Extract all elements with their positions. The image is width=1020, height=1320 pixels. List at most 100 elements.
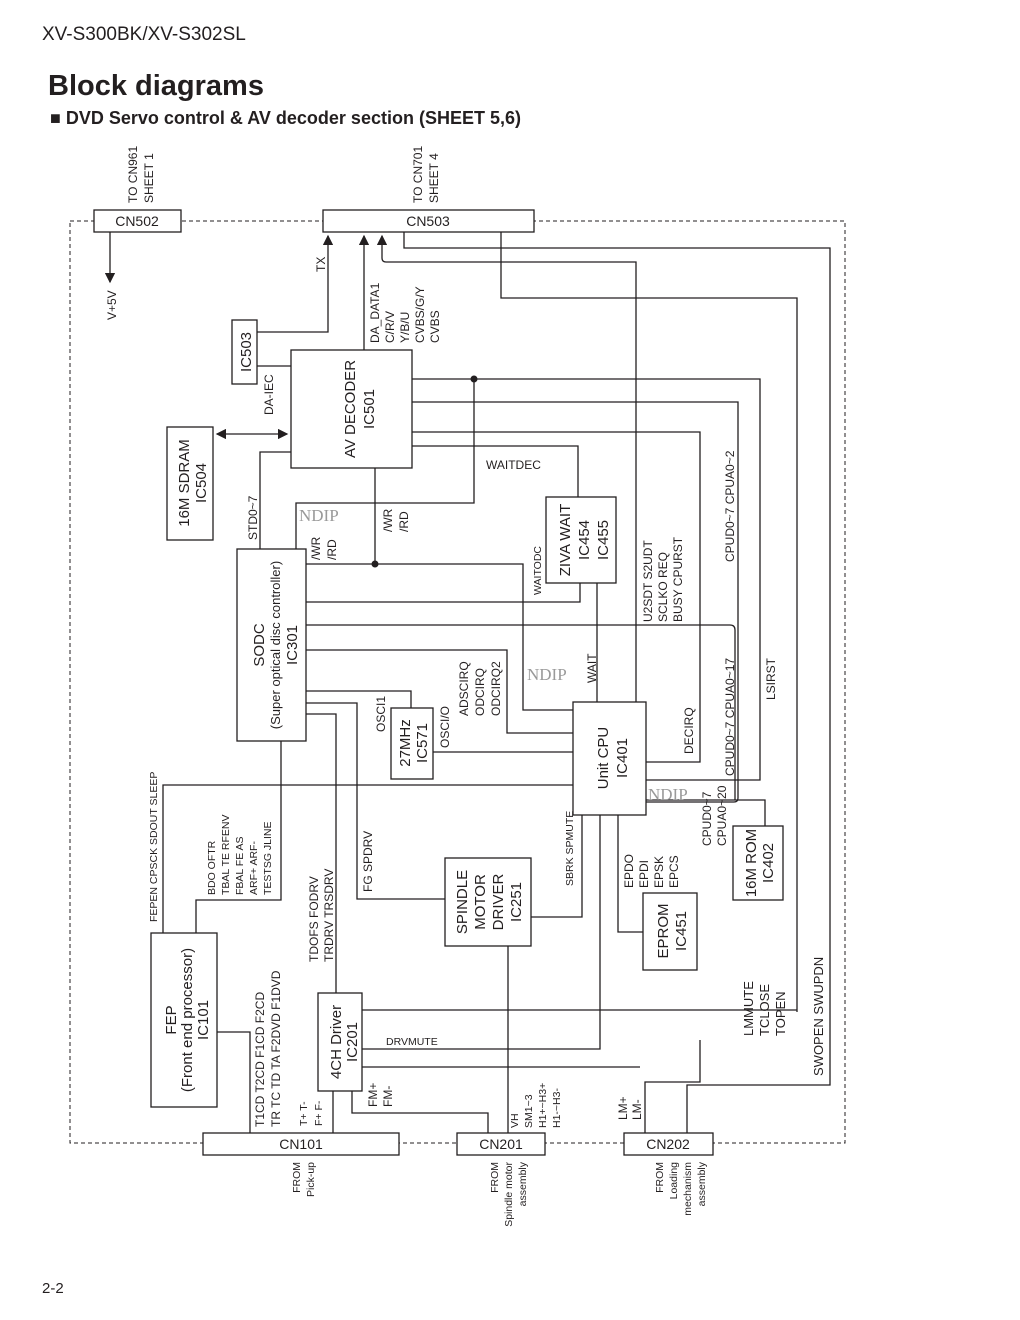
block-label: IC503 [238, 332, 255, 372]
connector-note: SHEET 1 [142, 153, 156, 203]
signal-label: DRVMUTE [386, 1036, 438, 1048]
block-label: IC301 [284, 625, 301, 665]
signal-label: SM1~3 [523, 1094, 535, 1128]
connector-note: FROM [489, 1162, 501, 1193]
block-unit-cpu: Unit CPU IC401 [572, 701, 647, 816]
signal-label: Y/B/U [398, 312, 412, 343]
signal-label: FM- [381, 1086, 395, 1107]
signal-label: TR TC TD TA F2DVD F1DVD [269, 970, 283, 1127]
signal-label: CVBS/G/Y [413, 286, 427, 343]
block-label: (Super optical disc controller) [268, 561, 283, 729]
connector-note: SHEET 4 [427, 153, 441, 203]
signal-label: CVBS [428, 310, 442, 343]
signal-label: FBAL FE AS [234, 836, 246, 895]
block-label: IC455 [595, 520, 612, 560]
signal-label: ODCIRQ2 [489, 661, 503, 716]
block-label: 4CH Driver [328, 1005, 345, 1079]
signal-label: DA-IEC [262, 374, 276, 415]
signal-label: TX [314, 257, 328, 272]
section-title: ■ DVD Servo control & AV decoder section… [50, 108, 521, 128]
signal-label: /WR [309, 536, 323, 560]
block-oscillator: 27MHz IC571 [390, 707, 434, 780]
connector-note: assembly [517, 1161, 529, 1206]
block-label: IC101 [195, 1000, 212, 1040]
block-label: (Front end processor) [179, 948, 196, 1092]
block-sdram: 16M SDRAM IC504 [166, 426, 214, 541]
connector-cn503: CN503 TO CN701 SHEET 4 [322, 146, 535, 233]
signal-label: U2SDT S2UDT [641, 540, 655, 622]
connector-note: Spindle motor [503, 1162, 515, 1227]
connector-note: mechanism [682, 1162, 694, 1216]
model-header: XV-S300BK/XV-S302SL [42, 24, 246, 45]
signal-label: SWOPEN SWUPDN [811, 957, 826, 1076]
signal-label: WAITODC [532, 546, 544, 595]
signal-label: LM+ [616, 1096, 630, 1120]
signal-label: T+ T- [298, 1101, 310, 1126]
connector-label: CN503 [406, 213, 450, 229]
block-eprom: EPROM IC451 [642, 892, 698, 971]
signal-label: LM- [630, 1099, 644, 1120]
signal-label: FM+ [366, 1083, 380, 1107]
signal-label: EPCS [667, 855, 681, 888]
signal-label: F+ F- [313, 1100, 325, 1126]
block-label: IC504 [193, 463, 210, 503]
block-label: IC401 [614, 738, 631, 778]
block-label: SODC [251, 623, 268, 667]
signal-label: C/R/V [383, 311, 397, 343]
signal-label: DECIRQ [682, 707, 696, 754]
signal-label: TOPEN [773, 991, 788, 1036]
signal-label: LSIRST [764, 657, 778, 700]
signal-label: WAITDEC [486, 458, 541, 472]
signal-label: OSCI1 [374, 696, 388, 732]
signal-label: ODCIRQ [473, 668, 487, 716]
signal-label: TBAL TE RFENV [220, 814, 232, 895]
connector-cn202: CN202 FROM Loading mechanism assembly [623, 1132, 714, 1216]
signal-label: DA_DATA1 [368, 282, 382, 343]
block-label: 16M ROM [743, 829, 760, 897]
connector-note: assembly [696, 1161, 708, 1206]
signal-label: ADSCIRQ [457, 661, 471, 716]
block-av-decoder: AV DECODER IC501 [290, 349, 413, 469]
block-label: EPROM [655, 903, 672, 958]
block-label: IC571 [414, 723, 431, 763]
block-label: MOTOR [472, 874, 489, 930]
signal-label: CPUD0~7 CPUA0~2 [723, 450, 737, 562]
signal-label: OSCI/O [438, 706, 452, 748]
signal-label: BDO OFTR [206, 840, 218, 895]
watermark: NDIP [299, 506, 339, 525]
watermark: NDIP [648, 785, 688, 804]
connector-note: Pick-up [305, 1162, 317, 1197]
block-4ch-driver: 4CH Driver IC201 [317, 992, 363, 1092]
signal-label: /RD [397, 511, 411, 532]
signal-label: WAIT [585, 653, 599, 683]
block-label: IC201 [344, 1022, 361, 1062]
block-label: IC501 [361, 389, 378, 429]
connector-note: FROM [291, 1162, 303, 1193]
connector-label: CN502 [115, 213, 159, 229]
block-spindle-driver: SPINDLE MOTOR DRIVER IC251 [444, 857, 532, 947]
signal-label: H1+~H3+ [537, 1083, 549, 1128]
connector-cn502: CN502 TO CN961 SHEET 1 [93, 146, 182, 233]
block-16m-rom: 16M ROM IC402 [732, 825, 784, 901]
signal-label: SBRK SPMUTE [564, 811, 576, 886]
signal-label: H1-~H3- [551, 1088, 563, 1128]
block-label: IC402 [760, 843, 777, 883]
signal-label: /WR [381, 508, 395, 532]
page-title: Block diagrams [48, 70, 264, 102]
signal-label: ARF+ ARF- [248, 841, 260, 895]
connector-note: Loading [668, 1162, 680, 1200]
block-label: SPINDLE [454, 870, 471, 934]
block-label: 16M SDRAM [176, 439, 193, 527]
signal-label: TCLOSE [757, 984, 772, 1036]
wiring [104, 232, 831, 1133]
signal-label: CPUA0~20 [715, 785, 729, 846]
connector-label: CN101 [279, 1136, 323, 1152]
block-label: Unit CPU [595, 727, 612, 790]
signal-label: VH [509, 1113, 521, 1128]
signal-label: BUSY CPURST [671, 536, 685, 622]
signal-label: T1CD T2CD F1CD F2CD [253, 992, 267, 1127]
signal-label: FG SPDRV [361, 831, 375, 892]
signal-label: SCLKO REQ [656, 552, 670, 622]
page-number: 2-2 [42, 1280, 64, 1297]
